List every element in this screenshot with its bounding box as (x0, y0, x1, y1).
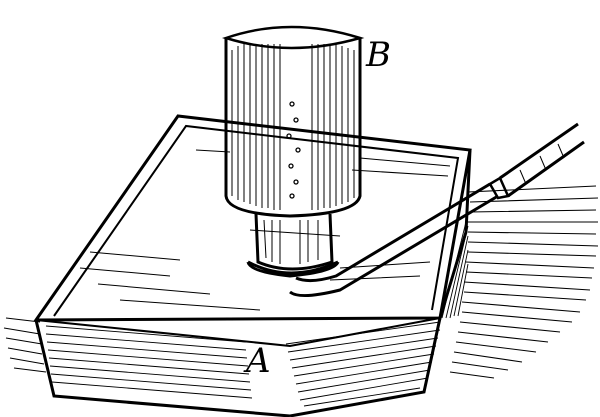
tray-right-edge (438, 149, 472, 319)
bottle-mouth (246, 260, 340, 278)
rubber-tubing (488, 176, 510, 200)
tray-bottom-crease (35, 317, 441, 348)
label-tray-a: A (243, 341, 271, 381)
bottle-neck (254, 213, 334, 271)
tray-a (33, 114, 472, 417)
tray-front-wall-shading (45, 321, 441, 407)
glass-tube (289, 182, 499, 297)
bottle-b (221, 25, 365, 278)
ground-shading (449, 185, 599, 379)
gas-bubbles (286, 101, 301, 199)
tray-front-right-edge (289, 317, 442, 417)
bottle-body (224, 38, 362, 218)
bottle-top-ellipse (221, 25, 365, 50)
water-surface-lines (79, 149, 451, 311)
tray-front-left-edge (34, 319, 291, 417)
label-bottle-b: B (365, 35, 391, 75)
tray-rim (33, 114, 472, 322)
ground-shading-left (3, 317, 47, 373)
bottle-body-shading (231, 44, 355, 210)
bottle-neck-shading (263, 219, 319, 264)
delivery-tube (289, 122, 585, 297)
tray-inner-rim (53, 124, 460, 317)
